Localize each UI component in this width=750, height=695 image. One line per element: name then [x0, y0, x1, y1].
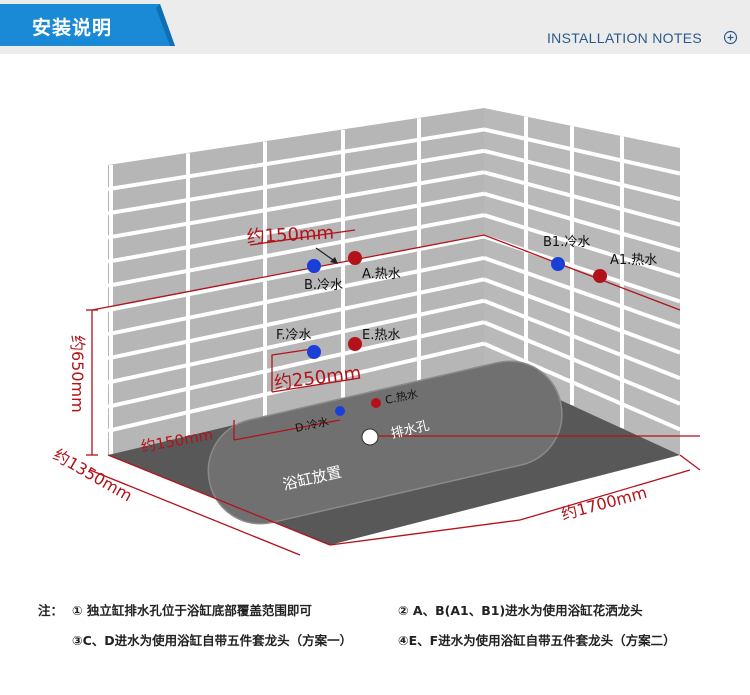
f-cold-point — [307, 345, 321, 359]
e-hot-point — [348, 337, 362, 351]
installation-diagram: 约150mm B.冷水 A.热水 B1.冷水 A1.热水 F.冷水 E.热水 约… — [50, 108, 701, 556]
dim-650-label: 约650mm — [68, 335, 87, 413]
b1-cold-point — [551, 257, 565, 271]
drain-hole — [361, 428, 379, 446]
a-hot-point — [348, 251, 362, 265]
a-hot-label: A.热水 — [362, 267, 401, 282]
note-2: ② A、B(A1、B1)进水为使用浴缸花洒龙头 — [398, 603, 643, 618]
c-hot-point — [371, 398, 381, 408]
title-badge: 安装说明 — [0, 4, 175, 46]
note-4: ④E、F进水为使用浴缸自带五件套龙头（方案二） — [398, 633, 676, 648]
note-3: ③C、D进水为使用浴缸自带五件套龙头（方案一） — [72, 633, 353, 648]
back-wall — [108, 108, 484, 455]
note-prefix: 注： — [38, 603, 64, 618]
a1-hot-label: A1.热水 — [610, 253, 657, 268]
note-1: ① 独立缸排水孔位于浴缸底部覆盖范围即可 — [72, 603, 312, 618]
d-cold-point — [335, 406, 345, 416]
installation-notes-link[interactable]: INSTALLATION NOTES — [546, 30, 702, 46]
dim-1700-label: 约1700mm — [559, 483, 649, 524]
bathtub-outline — [207, 360, 563, 525]
dim-150-top-label: 约150mm — [246, 222, 334, 248]
footer-notes: 注： ① 独立缸排水孔位于浴缸底部覆盖范围即可 ② A、B(A1、B1)进水为使… — [0, 590, 750, 695]
f-cold-label: F.冷水 — [276, 328, 312, 343]
b-cold-point — [307, 259, 321, 273]
dimension-lines — [86, 229, 701, 556]
b1-cold-label: B1.冷水 — [543, 235, 590, 250]
a1-hot-point — [593, 269, 607, 283]
b-cold-label: B.冷水 — [304, 278, 343, 293]
circle-plus-icon[interactable] — [723, 30, 738, 45]
header-bar: 安装说明 INSTALLATION NOTES — [0, 0, 750, 54]
e-hot-label: E.热水 — [362, 328, 400, 343]
pointer-arrow — [315, 247, 338, 264]
page-title: 安装说明 — [32, 17, 113, 39]
